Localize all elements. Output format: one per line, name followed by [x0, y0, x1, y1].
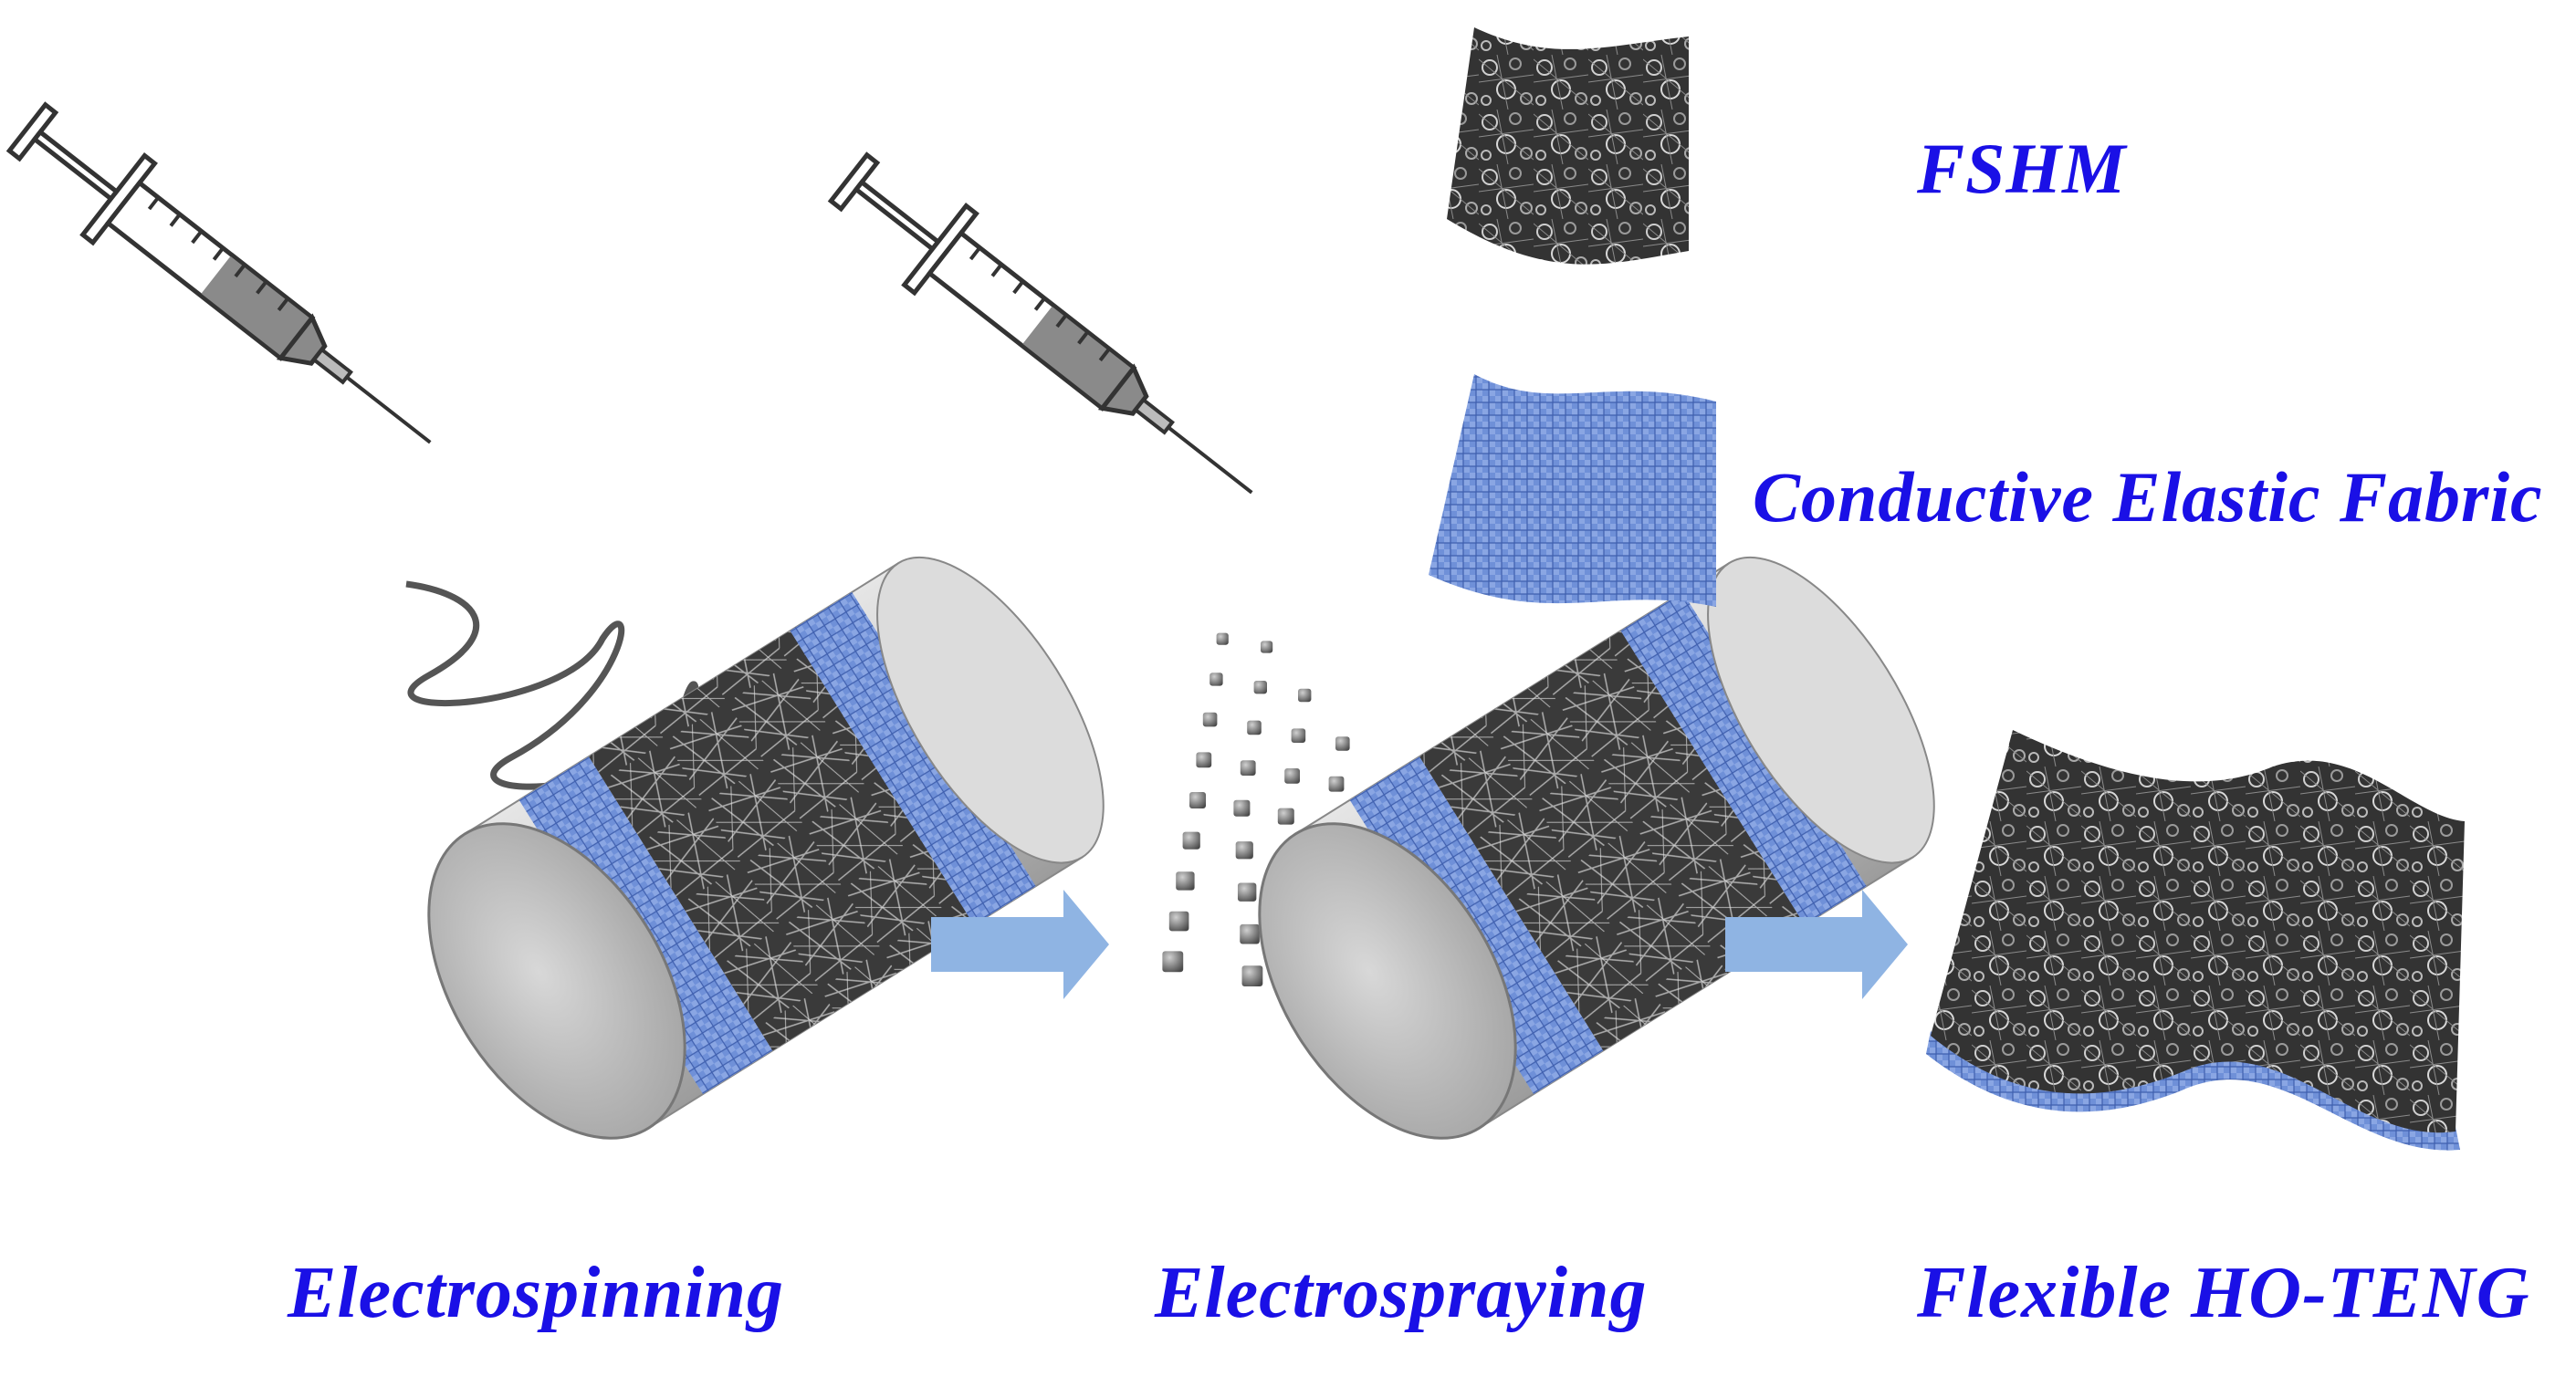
spray-droplet — [1237, 882, 1257, 902]
spray-droplet — [1235, 841, 1253, 860]
flexible-teng-label: Flexible HO-TENG — [1917, 1253, 2530, 1333]
spray-droplet — [1202, 712, 1218, 727]
process-arrow-icon — [1725, 890, 1908, 999]
spray-droplet — [1216, 632, 1229, 645]
spray-droplet — [1182, 831, 1200, 850]
spray-droplet — [1335, 736, 1350, 751]
spray-droplet — [1291, 728, 1306, 743]
spray-droplet — [1247, 720, 1262, 735]
conductive-fabric-label: Conductive Elastic Fabric — [1753, 457, 2543, 537]
spray-droplet — [1298, 688, 1312, 703]
syringe-icon — [827, 151, 1253, 495]
spray-droplet — [1253, 681, 1267, 694]
spray-droplet — [1209, 673, 1223, 686]
conductive-fabric-swatch — [1429, 374, 1716, 607]
syringe-icon — [5, 101, 432, 444]
spray-droplet — [1233, 799, 1251, 817]
collector-drum-icon — [1258, 556, 1935, 1140]
spray-droplet — [1261, 641, 1273, 653]
teng-composite-sheet — [1926, 730, 2465, 1151]
spray-droplet — [1284, 768, 1300, 784]
spray-droplet — [1168, 911, 1189, 932]
spray-droplet — [1176, 871, 1195, 891]
process-arrow-icon — [931, 890, 1109, 999]
spray-droplet — [1189, 792, 1206, 808]
electrospinning-label: Electrospinning — [288, 1253, 785, 1333]
electrospraying-label: Electrospraying — [1155, 1253, 1648, 1333]
spray-droplet — [1241, 965, 1263, 987]
spray-droplet — [1240, 923, 1260, 944]
spray-droplet — [1162, 951, 1184, 973]
fshm-membrane-swatch — [1447, 27, 1689, 265]
spray-droplet — [1240, 760, 1256, 776]
spray-droplet — [1277, 808, 1294, 825]
collector-drum-icon — [427, 556, 1105, 1140]
fshm-label: FSHM — [1917, 129, 2127, 208]
spray-droplet — [1196, 752, 1212, 768]
spray-droplet — [1328, 776, 1345, 792]
